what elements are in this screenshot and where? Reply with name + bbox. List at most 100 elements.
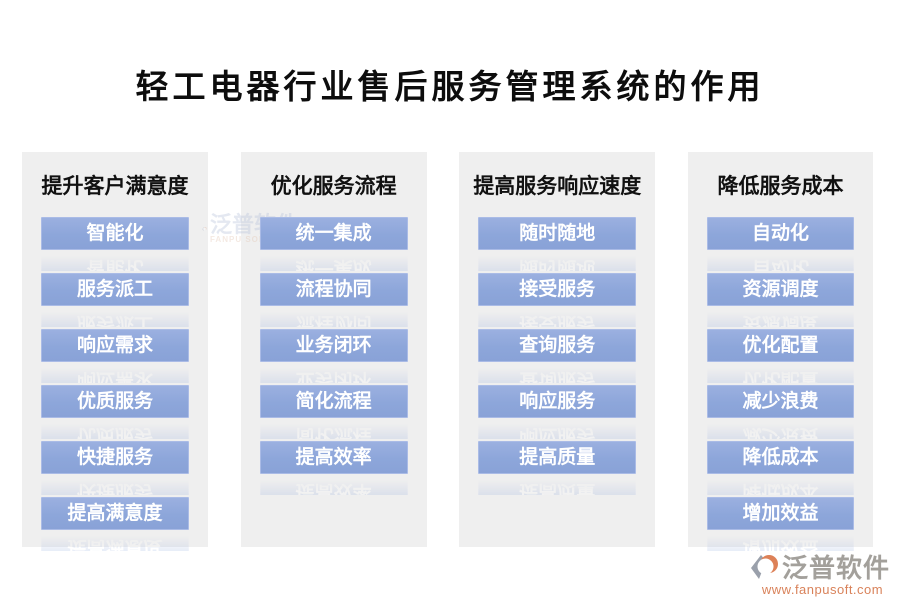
fanpu-logo-icon [751, 554, 778, 579]
benefit-item-reflection: 优化配置 [706, 363, 854, 383]
column-items: 随时随地随时随地接受服务接受服务查询服务查询服务响应服务响应服务提高质量提高质量 [478, 217, 637, 495]
benefit-item: 优质服务 [41, 385, 189, 418]
benefit-item-reflection-text: 降低成本 [706, 475, 854, 495]
benefit-item-row: 智能化智能化 [41, 217, 189, 271]
benefit-item-reflection-text: 优质服务 [41, 419, 189, 439]
benefit-item: 业务闭环 [259, 329, 408, 362]
benefit-item: 快捷服务 [41, 441, 189, 474]
benefit-item-row: 简化流程简化流程 [259, 385, 408, 439]
benefit-item-reflection-text: 服务派工 [41, 307, 189, 327]
benefit-item: 提高质量 [478, 441, 637, 474]
benefit-item: 简化流程 [259, 385, 408, 418]
brand-watermark-bottom-row: 泛普软件 [750, 548, 895, 585]
benefit-item-row: 响应需求响应需求 [41, 329, 189, 383]
benefit-item-reflection-text: 提高效率 [259, 475, 408, 495]
benefit-item-row: 优化配置优化配置 [706, 329, 854, 383]
benefit-item-row: 流程协同流程协同 [259, 273, 408, 327]
benefit-item-reflection-text: 统一集成 [259, 251, 408, 271]
benefit-item-reflection: 响应需求 [41, 363, 189, 383]
benefit-item-row: 优质服务优质服务 [41, 385, 189, 439]
benefit-item-row: 减少浪费减少浪费 [706, 385, 854, 439]
benefit-item-reflection: 统一集成 [259, 251, 408, 271]
benefit-item: 接受服务 [478, 273, 637, 306]
column-items: 统一集成统一集成流程协同流程协同业务闭环业务闭环简化流程简化流程提高效率提高效率 [259, 217, 408, 495]
benefit-item: 流程协同 [259, 273, 408, 306]
benefit-item: 提高效率 [259, 441, 408, 474]
benefit-item-reflection-text: 资源调度 [706, 307, 854, 327]
column-header: 降低服务成本 [717, 175, 844, 198]
benefit-item-row: 增加效益增加效益 [706, 497, 854, 551]
column-items: 自动化自动化资源调度资源调度优化配置优化配置减少浪费减少浪费降低成本降低成本增加… [706, 217, 854, 551]
benefit-item-reflection-text: 快捷服务 [41, 475, 189, 495]
benefit-item: 统一集成 [259, 217, 408, 250]
benefit-item-row: 资源调度资源调度 [706, 273, 854, 327]
benefit-item-reflection: 快捷服务 [41, 475, 189, 495]
benefit-item: 服务派工 [41, 273, 189, 306]
benefit-item-reflection: 接受服务 [478, 307, 637, 327]
benefit-item-row: 响应服务响应服务 [478, 385, 637, 439]
benefit-item-row: 提高效率提高效率 [259, 441, 408, 495]
brand-watermark-url: www.fanpusoft.com [761, 582, 884, 597]
benefit-item-reflection-text: 自动化 [706, 251, 854, 271]
column-header: 提高服务响应速度 [473, 175, 642, 198]
benefit-item-reflection-text: 流程协同 [259, 307, 408, 327]
benefit-item-reflection-text: 减少浪费 [706, 419, 854, 439]
benefit-item-reflection-text: 响应服务 [478, 419, 637, 439]
benefit-item-reflection-text: 业务闭环 [259, 363, 408, 383]
benefit-item-reflection: 智能化 [41, 251, 189, 271]
benefit-item-row: 统一集成统一集成 [259, 217, 408, 271]
benefit-item-reflection: 提高质量 [478, 475, 637, 495]
benefit-item-reflection: 业务闭环 [259, 363, 408, 383]
benefit-item-reflection-text: 查询服务 [478, 363, 637, 383]
column-customer-satisfaction: 提升客户满意度 智能化智能化服务派工服务派工响应需求响应需求优质服务优质服务快捷… [22, 152, 208, 551]
benefit-item-row: 随时随地随时随地 [478, 217, 637, 271]
benefit-item-reflection-text: 随时随地 [478, 251, 637, 271]
benefit-item: 响应需求 [41, 329, 189, 362]
benefit-item-reflection: 随时随地 [478, 251, 637, 271]
column-optimize-process: 优化服务流程 统一集成统一集成流程协同流程协同业务闭环业务闭环简化流程简化流程提… [240, 152, 427, 547]
page-title: 轻工电器行业售后服务管理系统的作用 [135, 68, 765, 105]
benefit-item-row: 查询服务查询服务 [478, 329, 637, 383]
benefit-item-row: 业务闭环业务闭环 [259, 329, 408, 383]
benefit-item-row: 接受服务接受服务 [478, 273, 637, 327]
benefit-item-reflection-text: 提高质量 [478, 475, 637, 495]
benefit-columns: 提升客户满意度 智能化智能化服务派工服务派工响应需求响应需求优质服务优质服务快捷… [22, 152, 873, 551]
benefit-item: 增加效益 [706, 497, 854, 530]
column-response-speed: 提高服务响应速度 随时随地随时随地接受服务接受服务查询服务查询服务响应服务响应服… [459, 152, 656, 547]
benefit-item-row: 提高质量提高质量 [478, 441, 637, 495]
benefit-item-row: 提高满意度提高满意度 [41, 497, 189, 551]
brand-watermark-bottom-name: 泛普软件 [782, 553, 891, 583]
benefit-item: 自动化 [706, 217, 854, 250]
benefit-item: 优化配置 [706, 329, 854, 362]
benefit-item-reflection: 查询服务 [478, 363, 637, 383]
brand-watermark-bottom: 泛普软件 www.fanpusoft.com [750, 548, 895, 597]
benefit-item-reflection: 响应服务 [478, 419, 637, 439]
benefit-item-reflection: 优质服务 [41, 419, 189, 439]
benefit-item: 响应服务 [478, 385, 637, 418]
benefit-item-reflection: 服务派工 [41, 307, 189, 327]
benefit-item: 资源调度 [706, 273, 854, 306]
benefit-item-reflection: 降低成本 [706, 475, 854, 495]
benefit-item-reflection-text: 接受服务 [478, 307, 637, 327]
benefit-item-reflection: 自动化 [706, 251, 854, 271]
benefit-item-row: 自动化自动化 [706, 217, 854, 271]
benefit-item: 提高满意度 [41, 497, 189, 530]
column-items: 智能化智能化服务派工服务派工响应需求响应需求优质服务优质服务快捷服务快捷服务提高… [41, 217, 189, 551]
benefit-item-reflection-text: 智能化 [41, 251, 189, 271]
benefit-item-reflection-text: 增加效益 [706, 531, 854, 551]
benefit-item-reflection-text: 响应需求 [41, 363, 189, 383]
benefit-item-reflection: 资源调度 [706, 307, 854, 327]
benefit-item-reflection: 提高效率 [259, 475, 408, 495]
benefit-item-reflection: 提高满意度 [41, 531, 189, 551]
benefit-item: 智能化 [41, 217, 189, 250]
benefit-item-row: 快捷服务快捷服务 [41, 441, 189, 495]
benefit-item-reflection-text: 提高满意度 [41, 531, 189, 551]
benefit-item: 降低成本 [706, 441, 854, 474]
benefit-item-reflection: 简化流程 [259, 419, 408, 439]
benefit-item-reflection: 增加效益 [706, 531, 854, 551]
benefit-item-row: 服务派工服务派工 [41, 273, 189, 327]
benefit-item-reflection-text: 简化流程 [259, 419, 408, 439]
column-header: 提升客户满意度 [41, 175, 189, 198]
benefit-item: 随时随地 [478, 217, 637, 250]
